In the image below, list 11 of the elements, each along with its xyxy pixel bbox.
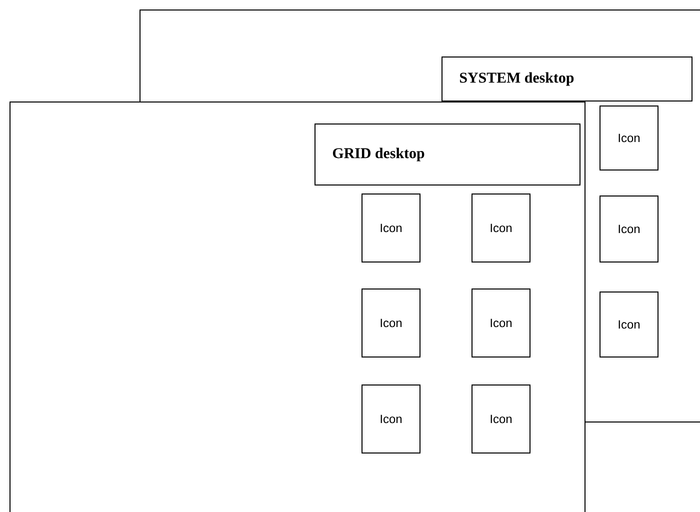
icon-box: Icon — [362, 384, 420, 454]
icon-box: Icon — [362, 194, 420, 262]
title-box: GRID desktop — [314, 124, 580, 186]
icon-box: Icon — [600, 196, 658, 262]
title-box: SYSTEM desktop — [442, 56, 692, 102]
icon-box: Icon — [362, 288, 420, 358]
icon-box: Icon — [472, 194, 530, 262]
icon-box: Icon — [600, 292, 658, 358]
icon-box: Icon — [600, 106, 658, 170]
icon-box: Icon — [472, 384, 530, 454]
icon-box: Icon — [472, 288, 530, 358]
